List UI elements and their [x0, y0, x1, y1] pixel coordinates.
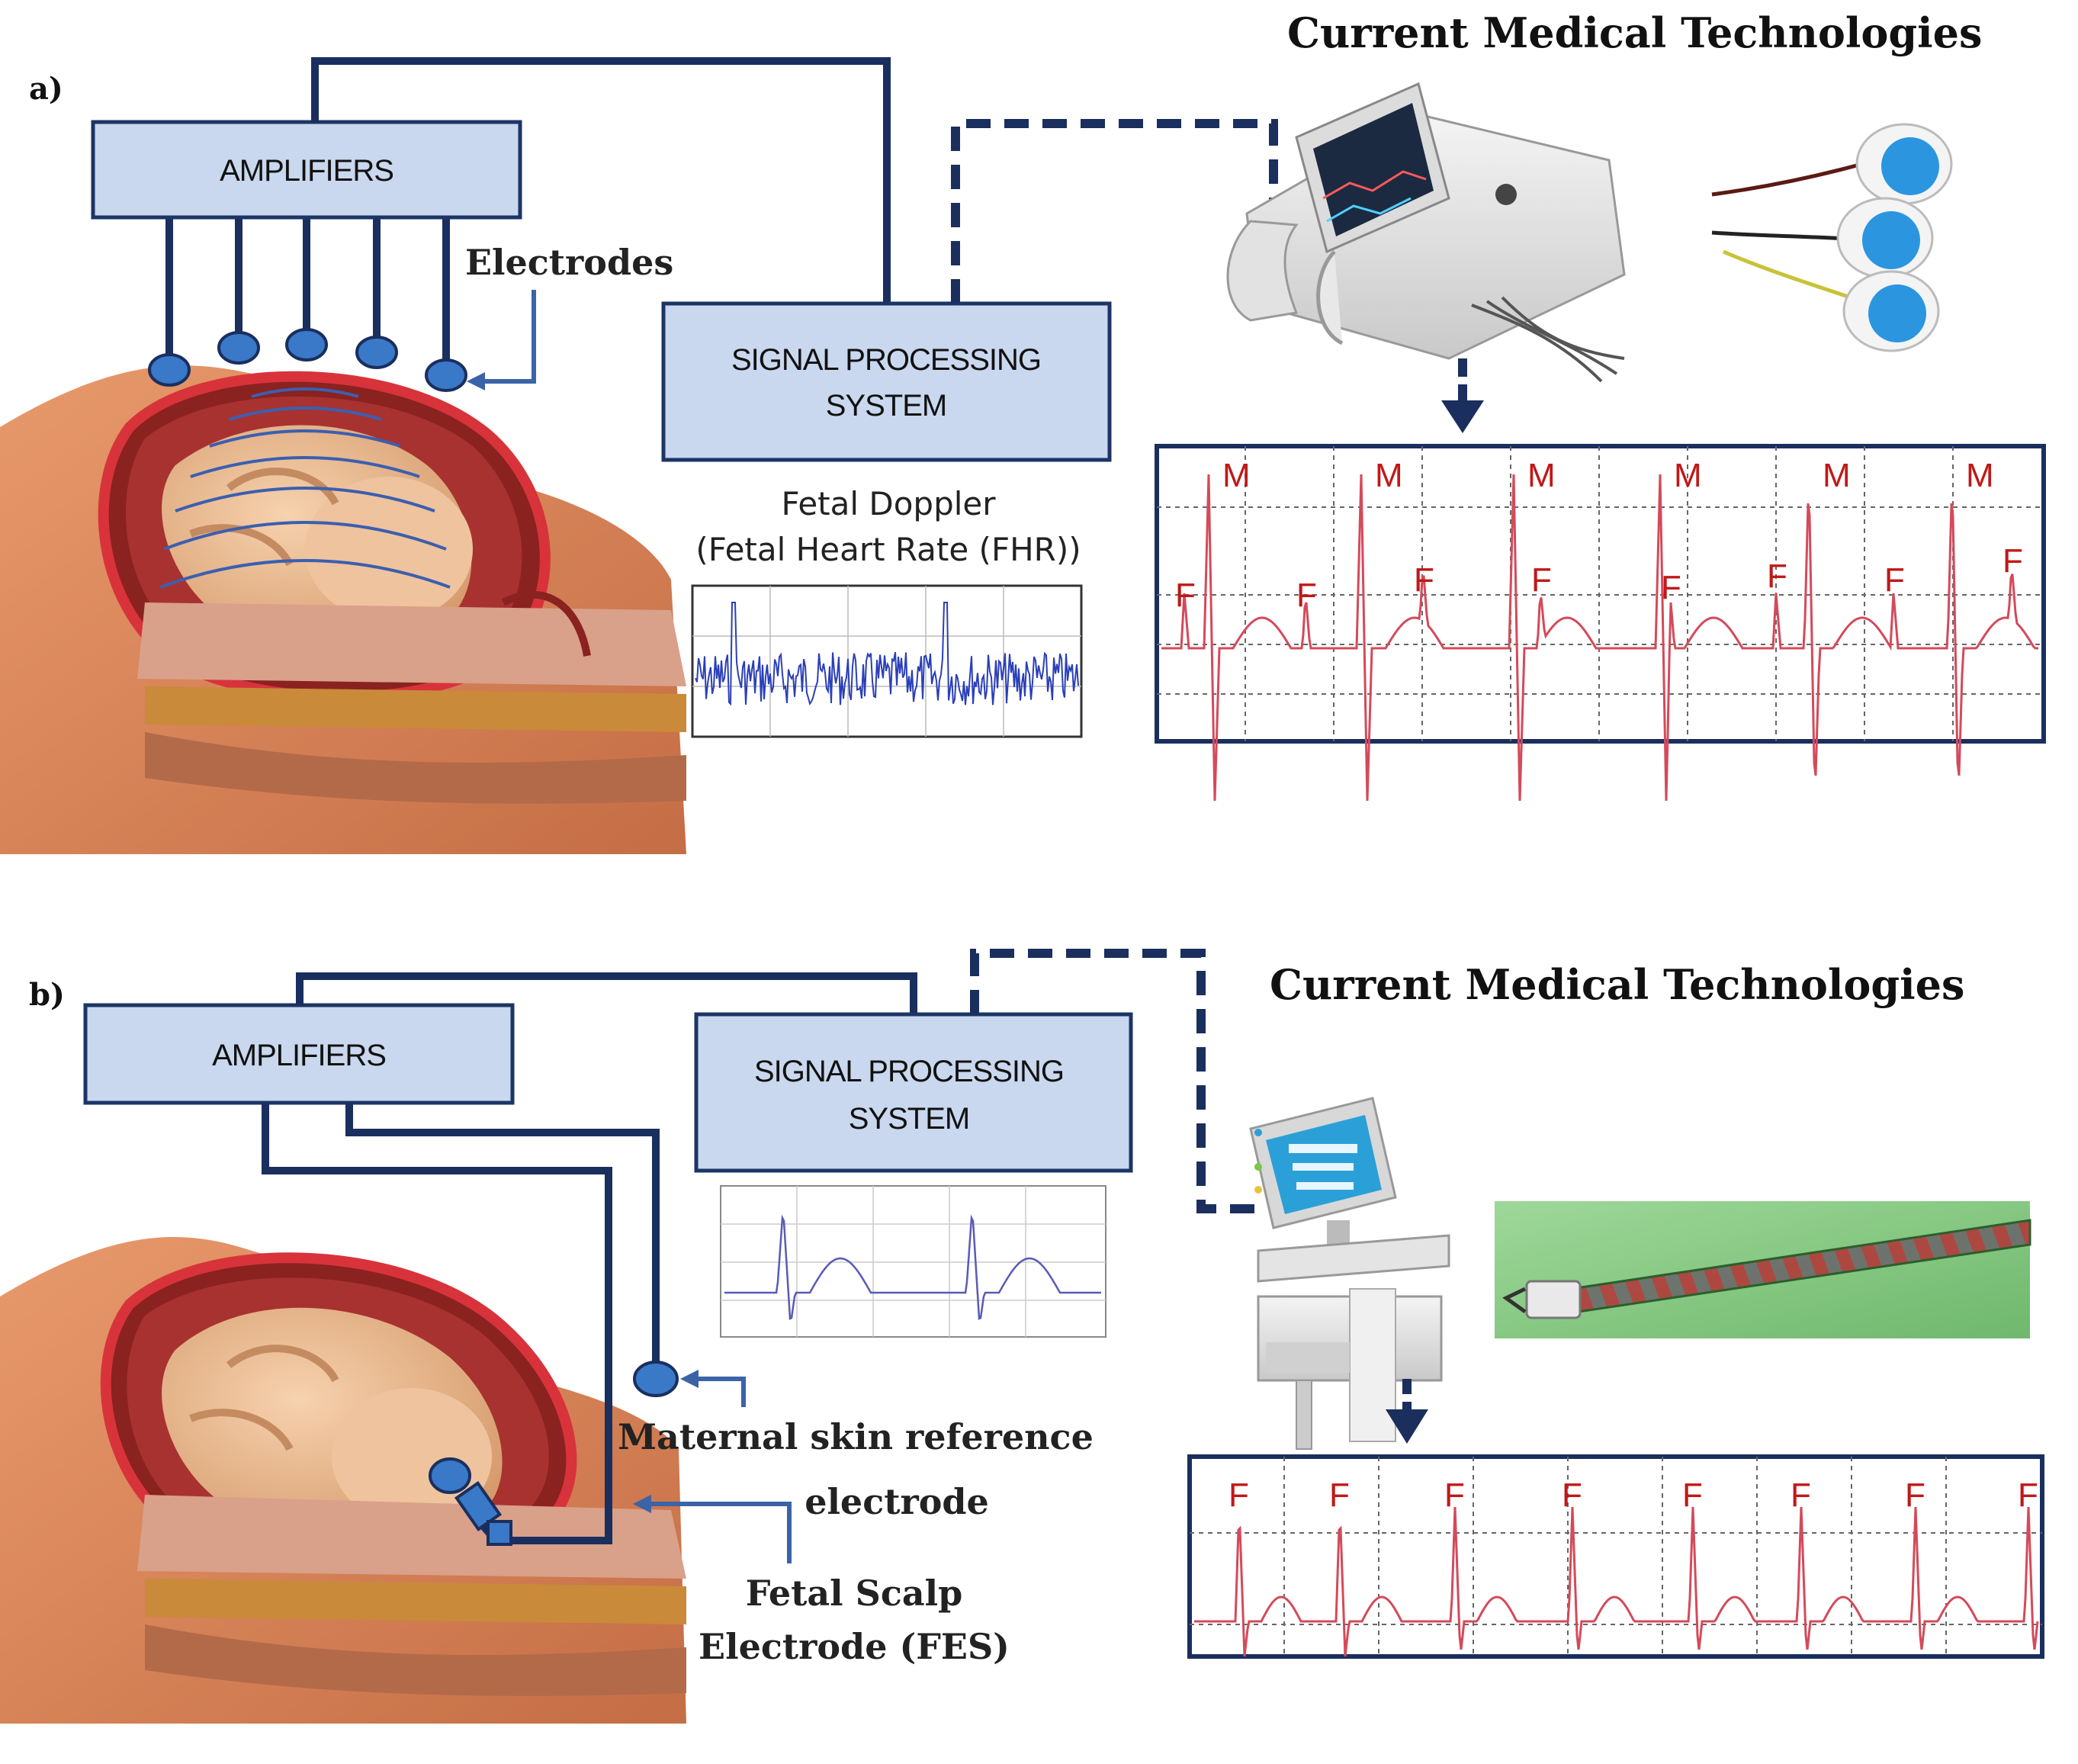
panel-b: b) Current Medical Technologies AMPLIFIE… — [0, 949, 2044, 1724]
maternal-reference-electrode — [633, 1361, 679, 1397]
fetal-peak-label: F — [1329, 1476, 1350, 1514]
signal-processing-label-b-2: SYSTEM — [849, 1102, 969, 1136]
fetal-peak-label: F — [1228, 1476, 1249, 1514]
fetal-peak-label: F — [1682, 1476, 1703, 1514]
maternal-peak-label: M — [1527, 457, 1556, 494]
fetal-peak-label: F — [2018, 1476, 2038, 1514]
fetal-peak-label: F — [1531, 561, 1552, 599]
panel-a-heading: Current Medical Technologies — [1287, 8, 1982, 57]
signal-processing-label-a-1: SIGNAL PROCESSING — [731, 343, 1041, 377]
signal-processing-box-a — [661, 301, 1112, 462]
fetal-peak-label: F — [1444, 1476, 1465, 1514]
panel-a: a) Current Medical Technologies — [0, 8, 2046, 854]
electrode-pads-a — [148, 328, 467, 392]
electrode-a-4 — [355, 336, 398, 369]
electrode-pads-photo — [1711, 123, 1953, 352]
amplifiers-label-b: AMPLIFIERS — [212, 1039, 386, 1072]
panel-b-label: b) — [29, 977, 65, 1013]
pregnant-abdomen-illustration-a — [0, 365, 686, 854]
electrode-wires-a — [165, 217, 450, 366]
scalp-electrode-photo — [1495, 1201, 2031, 1338]
small-ecg-plot-b — [720, 1185, 1106, 1338]
ecg-plot-a: M M M M M M F F F F F F F F — [1155, 444, 2046, 802]
fes-label-1: Fetal Scalp — [746, 1573, 963, 1614]
pregnant-abdomen-illustration-b — [0, 1237, 686, 1724]
fetal-monitor-device — [1226, 82, 1626, 383]
doppler-trace — [695, 602, 1079, 706]
electrode-a-3 — [285, 328, 328, 361]
fetal-peak-label: F — [1562, 1476, 1582, 1514]
maternal-peak-label: M — [1375, 457, 1403, 494]
panel-a-label: a) — [29, 71, 63, 107]
fetal-peak-label: F — [1175, 577, 1196, 614]
doppler-signal-plot — [691, 584, 1083, 738]
electrodes-arrowhead — [467, 372, 485, 390]
maternal-peak-label: M — [1674, 457, 1702, 494]
maternal-ref-label-2: electrode — [805, 1481, 989, 1522]
signal-processing-label-a-2: SYSTEM — [826, 389, 946, 423]
device-down-arrowhead-a — [1441, 400, 1484, 433]
fetal-peak-label: F — [1767, 557, 1787, 595]
panel-b-heading: Current Medical Technologies — [1270, 960, 1964, 1009]
ecg-trace-a — [1161, 474, 2038, 802]
electrode-a-2 — [217, 331, 260, 365]
fetal-scalp-electrode — [429, 1457, 512, 1546]
device-down-arrowhead-b — [1386, 1409, 1428, 1444]
maternal-ref-arrowhead — [680, 1370, 699, 1388]
small-ecg-trace — [724, 1214, 1101, 1320]
maternal-peak-label: M — [1823, 457, 1851, 494]
maternal-peak-label: M — [1966, 457, 1994, 494]
doppler-label-1: Fetal Doppler — [781, 485, 996, 522]
maternal-ref-pointer — [690, 1377, 746, 1407]
electrode-a-1 — [148, 353, 191, 387]
fetal-peak-label: F — [1905, 1476, 1925, 1514]
fes-label-2: Electrode (FES) — [699, 1626, 1010, 1667]
dashed-link-a — [951, 119, 1278, 304]
fetal-peak-label: F — [1661, 569, 1681, 606]
computer-workstation-device — [1249, 1097, 1450, 1450]
ecg-trace-b — [1194, 1506, 2039, 1657]
fetal-peak-label: F — [1791, 1476, 1811, 1514]
electrode-a-5 — [425, 358, 467, 392]
doppler-label-2: (Fetal Heart Rate (FHR)) — [695, 531, 1081, 568]
fetal-peak-label: F — [1296, 577, 1317, 614]
maternal-peak-label: M — [1222, 457, 1251, 494]
dashed-link-b — [970, 949, 1266, 1213]
signal-processing-box-b — [694, 1012, 1133, 1173]
electrodes-label: Electrodes — [465, 242, 673, 283]
signal-processing-label-b-1: SIGNAL PROCESSING — [754, 1055, 1064, 1088]
fes-pointer — [644, 1502, 792, 1563]
fes-arrowhead — [633, 1495, 651, 1513]
fetal-peak-label: F — [1884, 561, 1905, 599]
electrodes-pointer — [477, 290, 536, 384]
fetal-peak-label: F — [1414, 561, 1434, 599]
amp-to-sps-wire-a — [311, 57, 891, 305]
amplifiers-box-a — [91, 120, 522, 220]
maternal-ref-label-1: Maternal skin reference — [618, 1416, 1094, 1457]
fetal-peak-label: F — [2003, 542, 2023, 580]
amplifiers-box-b — [83, 1003, 515, 1105]
amplifiers-label-a: AMPLIFIERS — [220, 154, 393, 188]
